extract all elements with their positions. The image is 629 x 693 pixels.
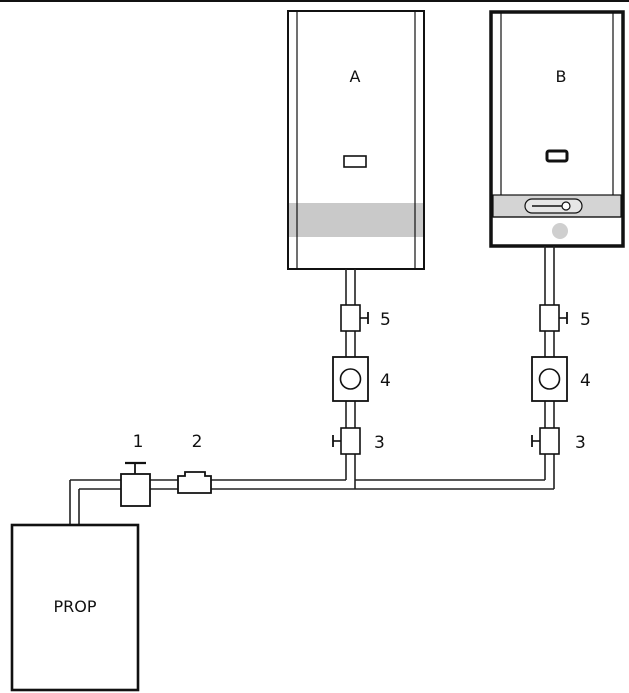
regulator-2: 2 — [177, 432, 212, 494]
pipes — [69, 246, 555, 525]
tank-body — [10, 523, 140, 692]
tank-label: PROP — [53, 597, 96, 616]
label-1: 1 — [133, 432, 144, 452]
valve-b3 — [539, 427, 560, 455]
heater-a-label: A — [350, 67, 361, 86]
label-a5: 5 — [380, 310, 391, 330]
propane-tank: PROP — [10, 523, 140, 692]
heater-a: A — [287, 10, 425, 270]
heater-a-fittings: 5 4 3 — [332, 304, 391, 455]
heater-b-fittings: 5 4 3 — [531, 304, 591, 455]
label-a3: 3 — [374, 433, 385, 453]
heater-a-band — [289, 203, 423, 237]
meter-a4 — [332, 356, 369, 402]
label-b4: 4 — [580, 371, 591, 391]
heater-b-knob — [561, 201, 571, 211]
heater-b: B — [489, 10, 625, 248]
valve-a3 — [340, 427, 361, 455]
heater-a-display — [343, 155, 367, 168]
heater-b-indicator — [552, 223, 568, 239]
heater-b-label: B — [556, 67, 567, 86]
label-b5: 5 — [580, 310, 591, 330]
label-a4: 4 — [380, 371, 391, 391]
label-b3: 3 — [575, 433, 586, 453]
label-2: 2 — [192, 432, 203, 452]
heater-b-display — [545, 149, 569, 163]
valve-a5 — [340, 304, 361, 332]
valve-1: 1 — [120, 432, 151, 507]
valve-b5 — [539, 304, 560, 332]
